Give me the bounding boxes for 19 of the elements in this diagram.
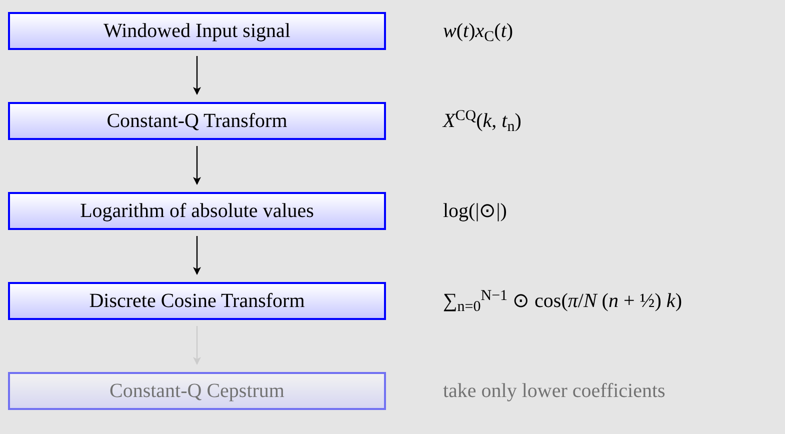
formula-text: X$^{CQ}$(k, t$_{n}$) bbox=[443, 106, 522, 137]
formula-text: w(t)x$_{C}$(t) bbox=[443, 19, 514, 47]
process-box bbox=[8, 372, 386, 410]
process-box bbox=[8, 102, 386, 140]
arrow bbox=[193, 236, 201, 275]
process-box bbox=[8, 192, 386, 230]
arrow bbox=[193, 326, 201, 365]
box-label: Constant-Q Cepstrum bbox=[110, 379, 284, 404]
box-label: Discrete Cosine Transform bbox=[89, 289, 305, 314]
process-box bbox=[8, 282, 386, 320]
box-label: Windowed Input signal bbox=[104, 19, 290, 44]
formula-text: log(|⊙|) bbox=[443, 199, 507, 224]
box-label: Constant-Q Transform bbox=[106, 109, 288, 134]
arrow bbox=[193, 146, 201, 185]
arrow bbox=[193, 56, 201, 95]
box-label: Logarithm of absolute values bbox=[80, 199, 314, 224]
formula-text: take only lower coefficients bbox=[443, 379, 666, 404]
formula-text: ∑$_{n=0}$$^{N−1}$ ⊙ cos(π/N (n + ½) k) bbox=[443, 286, 682, 317]
process-box bbox=[8, 12, 386, 50]
